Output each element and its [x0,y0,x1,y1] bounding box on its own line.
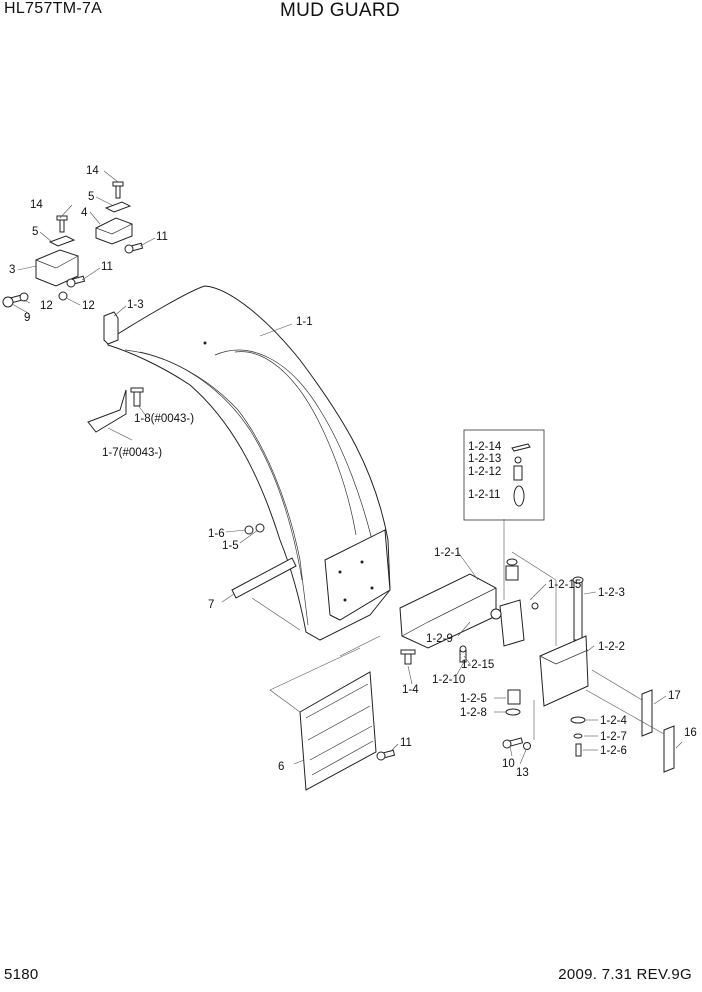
label-14b: 14 [30,199,43,211]
label-1-2-3: 1-2-3 [598,587,625,599]
label-3: 3 [9,264,15,276]
bolt-9 [2,293,28,308]
label-14a: 14 [86,165,99,177]
bracket-4 [95,217,133,245]
label-1-2-8: 1-2-8 [460,707,487,719]
label-5a: 5 [88,191,94,203]
label-1-2-14: 1-2-14 [468,441,502,453]
label-1-2-9: 1-2-9 [426,633,453,645]
bushing-1-2-5 [507,689,521,705]
label-1-2-7: 1-2-7 [600,731,627,743]
label-1-2-13: 1-2-13 [468,453,501,465]
label-1-4: 1-4 [402,684,419,696]
label-1-2-5: 1-2-5 [460,693,487,705]
label-5b: 5 [32,226,38,238]
bracket-1-7 [87,389,127,433]
label-1-2-2: 1-2-2 [598,641,625,653]
label-1-6: 1-6 [208,528,225,540]
nut-1-6 [244,525,254,535]
label-1-2-15b: 1-2-15 [461,659,494,671]
plate-16 [663,725,675,773]
bushing-1-2-15a [531,602,539,610]
label-1-7: 1-7(#0043-) [102,447,162,459]
bolt-14a [112,181,124,199]
plate-5a [104,201,132,213]
washer-1-2-7 [573,733,583,739]
revision-date: 2009. 7.31 REV.9G [558,966,692,983]
label-1-2-6: 1-2-6 [600,745,627,757]
label-1-2-4: 1-2-4 [600,715,627,727]
bushing-top [505,558,519,581]
label-11a: 11 [156,231,168,243]
plate-5b [48,235,76,247]
nut-13 [523,742,531,750]
washer-1-2-4 [570,716,586,724]
label-11b: 11 [101,261,113,273]
mud-flap-6 [299,671,377,791]
label-6: 6 [278,761,284,773]
label-1-8: 1-8(#0043-) [134,413,194,425]
bolt-14b [56,215,68,233]
bracket-1-3 [103,311,119,345]
washer-1-2-8 [505,708,521,716]
label-1-2-12: 1-2-12 [468,466,501,478]
label-1-2-11: 1-2-11 [468,489,500,501]
page-number: 5180 [4,966,39,983]
page-title: MUD GUARD [280,0,400,21]
model-number: HL757TM-7A [4,0,103,17]
bolt-11b [66,275,86,288]
bracket-3 [35,249,79,287]
bracket-1-2-2 [539,635,589,707]
leader-lines [11,170,683,765]
label-1-3: 1-3 [127,299,144,311]
label-11c: 11 [400,737,412,749]
label-16: 16 [684,727,697,739]
plate-17 [641,689,653,737]
plate-7 [231,557,297,599]
nut-12a [19,292,29,302]
bolt-1-2-10 [459,645,467,663]
label-1-2-10: 1-2-10 [432,674,465,686]
bolt-11c [376,749,396,761]
label-17: 17 [668,690,681,702]
label-12a: 12 [40,300,53,312]
bolt-10 [502,737,524,749]
label-1-2-1: 1-2-1 [434,547,461,559]
label-12b: 12 [82,300,95,312]
label-10: 10 [502,758,515,770]
label-9: 9 [24,312,30,324]
fender-1-1 [107,285,391,641]
bolt-1-2-6 [575,743,582,757]
nut-12b [58,291,68,301]
label-1-1: 1-1 [296,316,313,328]
bolt-11a [124,242,144,254]
label-1-5: 1-5 [222,540,239,552]
part-labels: 14 5 4 11 14 5 3 11 12 12 9 1-3 1-1 1-8(… [9,165,697,779]
pin-holder [490,599,525,647]
label-7: 7 [208,599,214,611]
bolt-1-8 [130,387,144,407]
label-13: 13 [516,767,529,779]
label-1-2-15a: 1-2-15 [548,579,581,591]
label-4: 4 [81,207,88,219]
bolt-1-4 [400,649,416,665]
